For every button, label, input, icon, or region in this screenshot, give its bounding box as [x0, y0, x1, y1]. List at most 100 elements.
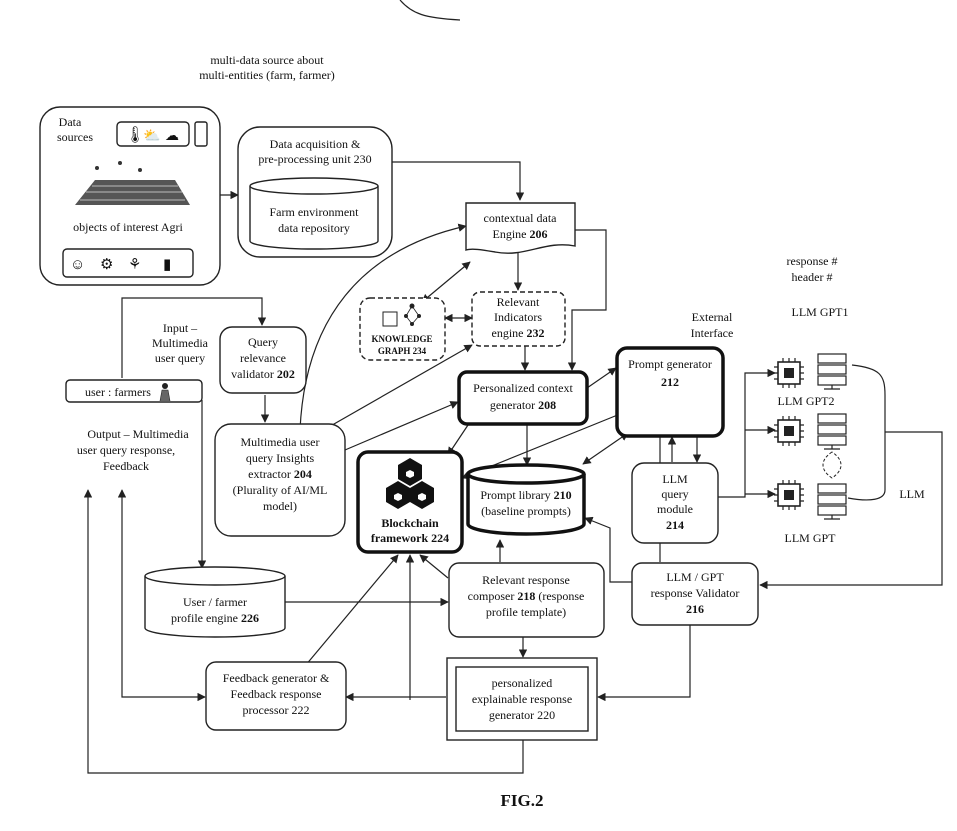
- prompt-generator: Prompt generator 212: [617, 348, 723, 436]
- pl-line-1: Prompt library 210: [480, 488, 571, 502]
- figure-label: FIG.2: [501, 791, 544, 810]
- exp-line-2: explainable response: [472, 692, 572, 706]
- data-sources-label-2: sources: [57, 130, 93, 144]
- personalized-context-generator: Personalized context generator 208: [459, 372, 587, 424]
- silo-icon: ▮: [163, 257, 171, 273]
- composer-line-1: Relevant response: [482, 573, 570, 587]
- repo-line-1: Farm environment: [270, 205, 360, 219]
- pc-line-2: generator 208: [490, 398, 556, 412]
- cpu-chip-icon: [774, 480, 804, 510]
- data-acquisition-unit: Data acquisition & pre-processing unit 2…: [238, 127, 392, 257]
- server-rack-icon: [818, 354, 846, 389]
- tractor-icon: ⚙: [100, 257, 113, 273]
- composer-line-2: composer 218 (response: [468, 589, 585, 603]
- response-composer: Relevant response composer 218 (response…: [449, 563, 604, 637]
- llm-gpt1: [774, 354, 846, 389]
- profile-line-2: profile engine 226: [171, 611, 259, 625]
- insights-extractor: Multimedia user query Insights extractor…: [215, 424, 345, 536]
- indicators-line-3: engine 232: [492, 326, 545, 340]
- output-note-2: user query response,: [77, 443, 175, 457]
- llm-gpt1-label: LLM GPT1: [792, 305, 849, 319]
- kg-line-2: GRAPH 234: [378, 346, 427, 356]
- val-line-2: response Validator: [651, 586, 740, 600]
- feedback-line-3: processor 222: [243, 703, 310, 717]
- explainable-response-generator: personalized explainable response genera…: [447, 658, 597, 740]
- pg-line-2: 212: [661, 375, 679, 389]
- contextual-data-engine: contextual data Engine 206: [466, 203, 575, 253]
- input-note-3: user query: [155, 351, 205, 365]
- blockchain-line-2: framework 224: [371, 531, 449, 545]
- llm-group-label: LLM: [899, 487, 925, 501]
- prompt-library: Prompt library 210 (baseline prompts): [468, 465, 584, 534]
- input-note: Input – Multimedia user query: [152, 321, 209, 365]
- top-note-line-1: multi-data source about: [210, 53, 324, 67]
- cpu-chip-icon: [774, 358, 804, 388]
- llmq-line-1: LLM: [662, 472, 688, 486]
- farmer-icon: ☺: [70, 257, 85, 273]
- indicators-line-1: Relevant: [497, 295, 540, 309]
- sun-cloud-icon: ⛅: [143, 128, 160, 144]
- pl-line-2: (baseline prompts): [481, 504, 571, 518]
- kg-line-1: KNOWLEDGE: [371, 334, 432, 344]
- server-rack-icon: [818, 414, 846, 449]
- profile-line-1: User / farmer: [183, 595, 247, 609]
- response-note-1: response #: [787, 254, 838, 268]
- top-note-line-2: multi-entities (farm, farmer): [199, 68, 335, 82]
- top-curve: [400, 0, 460, 20]
- farm-environment-repository: Farm environment data repository: [250, 178, 378, 249]
- acquisition-line-2: pre-processing unit 230: [258, 152, 371, 166]
- response-note-2: header #: [792, 270, 833, 284]
- qv-line-3: validator 202: [231, 367, 295, 381]
- insights-line-2: query Insights: [246, 451, 315, 465]
- profile-engine: User / farmer profile engine 226: [145, 567, 285, 637]
- llm-ellipsis-icon: [823, 452, 841, 478]
- contextual-line-1: contextual data: [484, 211, 558, 225]
- data-sources-label-1: Data: [59, 115, 82, 129]
- qv-line-2: relevance: [240, 351, 286, 365]
- output-note: Output – Multimedia user query response,…: [77, 427, 189, 473]
- rain-cloud-icon: ☁: [165, 129, 179, 144]
- acquisition-line-1: Data acquisition &: [270, 137, 361, 151]
- crop-icon: ⚘: [128, 257, 141, 273]
- llm-gpt: [774, 480, 846, 519]
- exp-line-1: personalized: [492, 676, 553, 690]
- val-line-3: 216: [686, 602, 704, 616]
- server-rack-icon: [818, 484, 846, 519]
- data-sources-panel: Data sources 🌡 ⛅ ☁ objects of interest A…: [40, 107, 220, 285]
- composer-line-3: profile template): [486, 605, 566, 619]
- external-interface-1: External: [692, 310, 733, 324]
- pg-line-1: Prompt generator: [628, 357, 712, 371]
- val-line-1: LLM / GPT: [666, 570, 724, 584]
- output-note-1: Output – Multimedia: [87, 427, 189, 441]
- llmq-line-3: module: [657, 502, 693, 516]
- llm-gpt2: [774, 414, 846, 449]
- insights-line-5: model): [263, 499, 297, 513]
- contextual-line-2: Engine 206: [493, 227, 548, 241]
- output-note-3: Feedback: [103, 459, 149, 473]
- insights-line-1: Multimedia user: [241, 435, 320, 449]
- objects-of-interest-label: objects of interest Agri: [73, 220, 183, 234]
- pc-line-1: Personalized context: [473, 381, 573, 395]
- feedback-generator: Feedback generator & Feedback response p…: [206, 662, 346, 730]
- feedback-line-1: Feedback generator &: [223, 671, 330, 685]
- external-interface-2: Interface: [691, 326, 734, 340]
- llm-response-validator: LLM / GPT response Validator 216: [632, 563, 758, 625]
- input-note-1: Input –: [163, 321, 198, 335]
- llm-query-module: LLM query module 214: [632, 463, 718, 543]
- qv-line-1: Query: [248, 335, 278, 349]
- input-note-2: Multimedia: [152, 336, 209, 350]
- repo-line-2: data repository: [278, 221, 350, 235]
- blockchain-framework: Blockchain framework 224: [358, 452, 462, 552]
- relevant-indicators-engine: Relevant Indicators engine 232: [472, 292, 565, 346]
- cpu-chip-icon: [774, 416, 804, 446]
- llmq-line-2: query: [661, 487, 688, 501]
- llm-gpt-label: LLM GPT: [785, 531, 837, 545]
- insights-line-4: (Plurality of AI/ML: [233, 483, 328, 497]
- llmq-line-4: 214: [666, 518, 684, 532]
- knowledge-graph: KNOWLEDGE GRAPH 234: [360, 298, 445, 360]
- query-relevance-validator: Query relevance validator 202: [220, 327, 306, 393]
- user-farmers: user : farmers: [66, 380, 202, 402]
- phone-icon: [195, 122, 207, 146]
- insights-line-3: extractor 204: [248, 467, 312, 481]
